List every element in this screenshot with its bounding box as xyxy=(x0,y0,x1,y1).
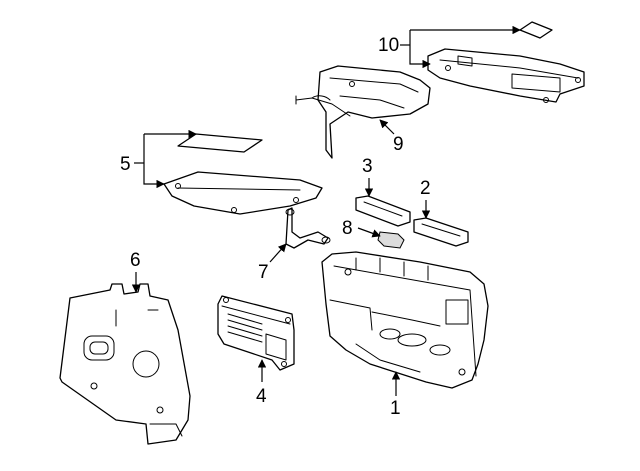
callout-1-label: 1 xyxy=(390,398,401,419)
callout-6-label: 6 xyxy=(130,250,141,271)
callout-10: 10 xyxy=(378,25,521,69)
part-7-cable[interactable] xyxy=(285,207,331,249)
callout-2: 2 xyxy=(420,178,431,219)
callout-5: 5 xyxy=(120,129,197,189)
callout-8: 8 xyxy=(342,218,381,239)
part-1-assembly[interactable] xyxy=(321,251,489,389)
callout-9: 9 xyxy=(379,119,404,155)
part-8-connector[interactable] xyxy=(377,231,405,249)
callout-2-label: 2 xyxy=(420,178,431,199)
part-4-module[interactable] xyxy=(217,295,295,371)
part-10-tray[interactable] xyxy=(427,21,585,103)
callout-7-label: 7 xyxy=(258,262,269,283)
callout-3: 3 xyxy=(362,156,374,197)
callout-6: 6 xyxy=(130,250,141,293)
part-2-gasket[interactable] xyxy=(413,217,469,247)
callout-10-label: 10 xyxy=(378,35,399,56)
callout-9-label: 9 xyxy=(393,134,404,155)
part-6-bracket[interactable] xyxy=(59,283,191,445)
part-3-gasket[interactable] xyxy=(355,195,411,227)
callout-4: 4 xyxy=(256,359,267,407)
callout-1: 1 xyxy=(390,371,401,419)
part-9-bracket[interactable] xyxy=(295,65,431,159)
callout-7: 7 xyxy=(258,243,287,283)
callout-8-label: 8 xyxy=(342,218,353,239)
callout-3-label: 3 xyxy=(362,156,373,177)
part-5-cover[interactable] xyxy=(163,133,323,215)
callout-4-label: 4 xyxy=(256,386,267,407)
callout-5-label: 5 xyxy=(120,154,131,175)
